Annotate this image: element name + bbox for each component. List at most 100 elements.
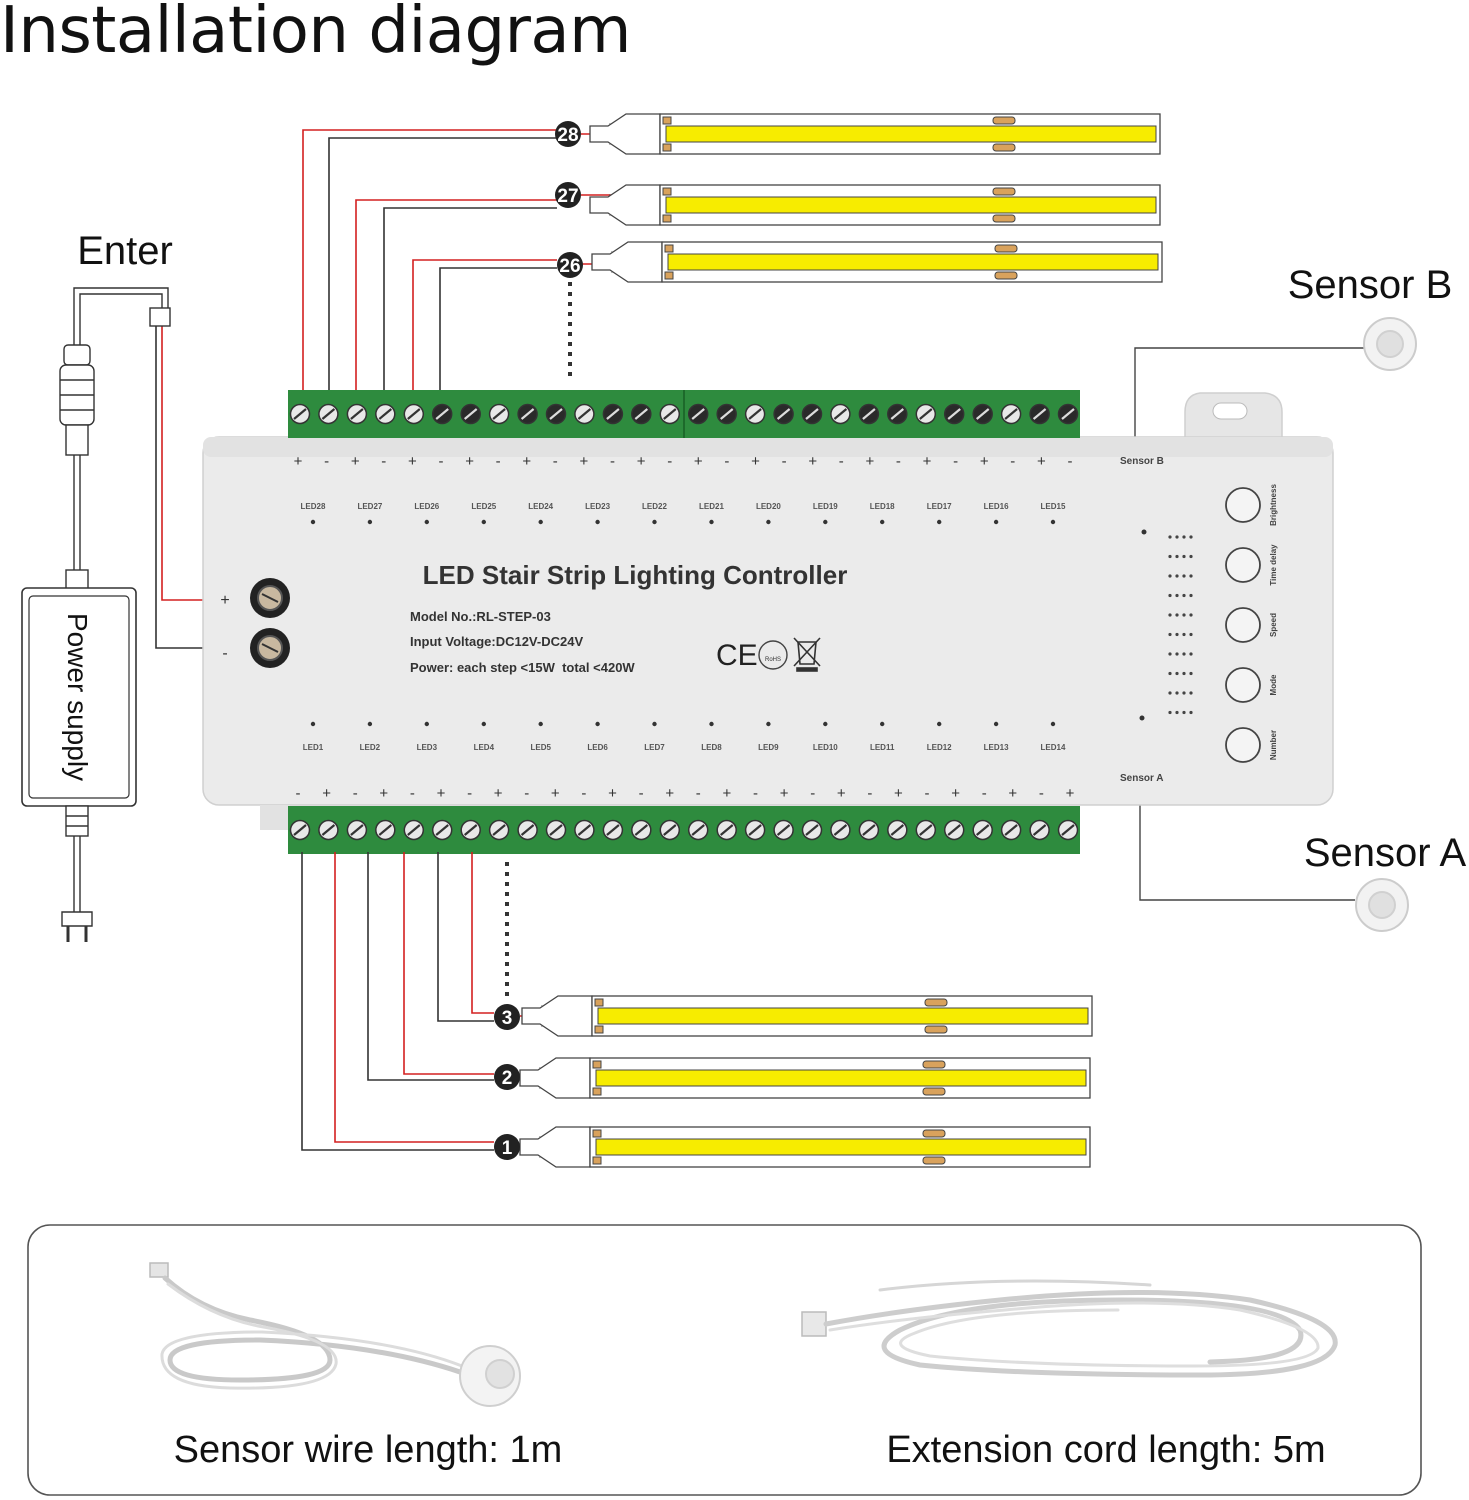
minus-sign: -: [410, 785, 415, 802]
sensor-a-icon: [1355, 878, 1409, 932]
power-rating: Power: each step <15W total <420W: [410, 660, 635, 675]
terminal-screw: [915, 819, 937, 841]
led-channel-label: LED23: [585, 502, 610, 511]
strip-badge-28: 28: [555, 121, 581, 147]
sensor-a-wire: [1139, 805, 1355, 901]
plus-sign: +: [723, 785, 732, 802]
terminal-screw: [375, 403, 396, 425]
terminal-screw: [289, 403, 311, 425]
plus-sign: +: [923, 453, 932, 470]
terminal-screw: [744, 403, 766, 425]
control-button[interactable]: Brightness: [1225, 484, 1278, 526]
terminal-screw: [972, 403, 993, 425]
grid-dot: [1189, 535, 1193, 539]
terminal-screw: [1057, 403, 1079, 425]
plus-sign: +: [465, 453, 474, 470]
grid-dot: [1168, 652, 1172, 656]
polarity-signs-top: +-+-+-+-+-+-+-+-+-+-+-+-+-+-: [294, 453, 1073, 470]
minus-sign: -: [467, 785, 472, 802]
terminal-block-bottom: [288, 806, 1080, 854]
minus-sign: -: [1010, 453, 1015, 470]
terminal-screw: [1000, 819, 1022, 841]
led-strip-27: [589, 184, 1161, 226]
svg-text:RoHS: RoHS: [765, 657, 781, 663]
led-channel-label: LED5: [530, 743, 551, 752]
terminal-screw: [574, 819, 595, 841]
led-channel-label: LED8: [701, 743, 722, 752]
plus-sign: +: [522, 453, 531, 470]
sensor-b-wire: [1134, 347, 1365, 445]
terminal-screw: [488, 403, 510, 425]
power-plus-sign: +: [220, 592, 229, 609]
plus-sign: +: [894, 785, 903, 802]
grid-dot: [1189, 554, 1193, 559]
control-button[interactable]: Mode: [1225, 667, 1278, 703]
plus-sign: +: [437, 785, 446, 802]
minus-sign: -: [867, 785, 872, 802]
terminal-screw: [545, 403, 567, 425]
minus-sign: -: [810, 785, 815, 802]
extension-cord-image: [801, 1279, 1338, 1378]
sensor-wire-length-label: Sensor wire length: 1m: [174, 1429, 563, 1471]
terminal-screw: [915, 403, 937, 425]
grid-dot: [1182, 593, 1186, 598]
grid-dot: [1189, 691, 1193, 695]
grid-dot: [1168, 593, 1172, 598]
control-button[interactable]: Number: [1225, 727, 1278, 763]
led-channel-label: LED11: [870, 743, 895, 752]
svg-text:28: 28: [557, 125, 578, 146]
plus-sign: +: [866, 453, 875, 470]
led-indicator-dot: [652, 519, 657, 525]
grid-dot: [1189, 574, 1193, 578]
grid-dot: [1182, 632, 1186, 637]
plus-sign: +: [837, 785, 846, 802]
terminal-screw: [744, 819, 766, 841]
model-number: Model No.:RL-STEP-03: [410, 609, 551, 624]
grid-dot: [1175, 632, 1179, 637]
led-channel-label: LED4: [474, 743, 495, 752]
led-channel-label: LED12: [927, 743, 952, 752]
led-channel-label: LED26: [414, 502, 439, 511]
terminal-screw: [431, 819, 453, 841]
minus-sign: -: [696, 785, 701, 802]
terminal-screw: [1000, 403, 1022, 425]
minus-sign: -: [782, 453, 787, 470]
terminal-screw: [830, 819, 851, 841]
terminal-screw: [943, 819, 965, 841]
minus-sign: -: [553, 453, 558, 470]
plus-sign: +: [408, 453, 417, 470]
control-button-label: Time delay: [1269, 544, 1278, 586]
terminal-screw: [858, 403, 880, 425]
terminal-screw: [830, 403, 851, 425]
grid-dot: [1189, 613, 1193, 617]
svg-text:27: 27: [557, 186, 578, 207]
rohs-icon: RoHS: [758, 640, 788, 670]
led-channel-label: LED24: [528, 502, 553, 511]
minus-sign: -: [639, 785, 644, 802]
terminal-screw: [887, 403, 908, 425]
terminal-screw: [972, 819, 993, 841]
plus-sign: +: [780, 785, 789, 802]
grid-dot: [1189, 593, 1193, 598]
grid-dot: [1168, 691, 1172, 695]
terminal-screw: [659, 819, 681, 841]
led-strip-3: [521, 995, 1093, 1037]
led-indicator-dot: [823, 721, 828, 727]
terminal-screw: [801, 819, 823, 841]
control-button[interactable]: Time delay: [1225, 544, 1278, 586]
terminal-screw: [460, 403, 481, 425]
control-button-label: Speed: [1269, 613, 1278, 637]
grid-dot: [1182, 710, 1186, 715]
terminal-screw: [488, 819, 510, 841]
led-strip-28: [589, 113, 1161, 155]
terminal-screw: [545, 819, 567, 841]
led-channel-label: LED25: [471, 502, 496, 511]
grid-dot: [1168, 535, 1172, 539]
terminal-screw: [716, 403, 737, 425]
minus-sign: -: [925, 785, 930, 802]
control-button[interactable]: Speed: [1225, 607, 1278, 643]
grid-dot: [1189, 671, 1193, 676]
minus-sign: -: [839, 453, 844, 470]
minus-sign: -: [496, 453, 501, 470]
terminal-screw: [318, 819, 339, 841]
